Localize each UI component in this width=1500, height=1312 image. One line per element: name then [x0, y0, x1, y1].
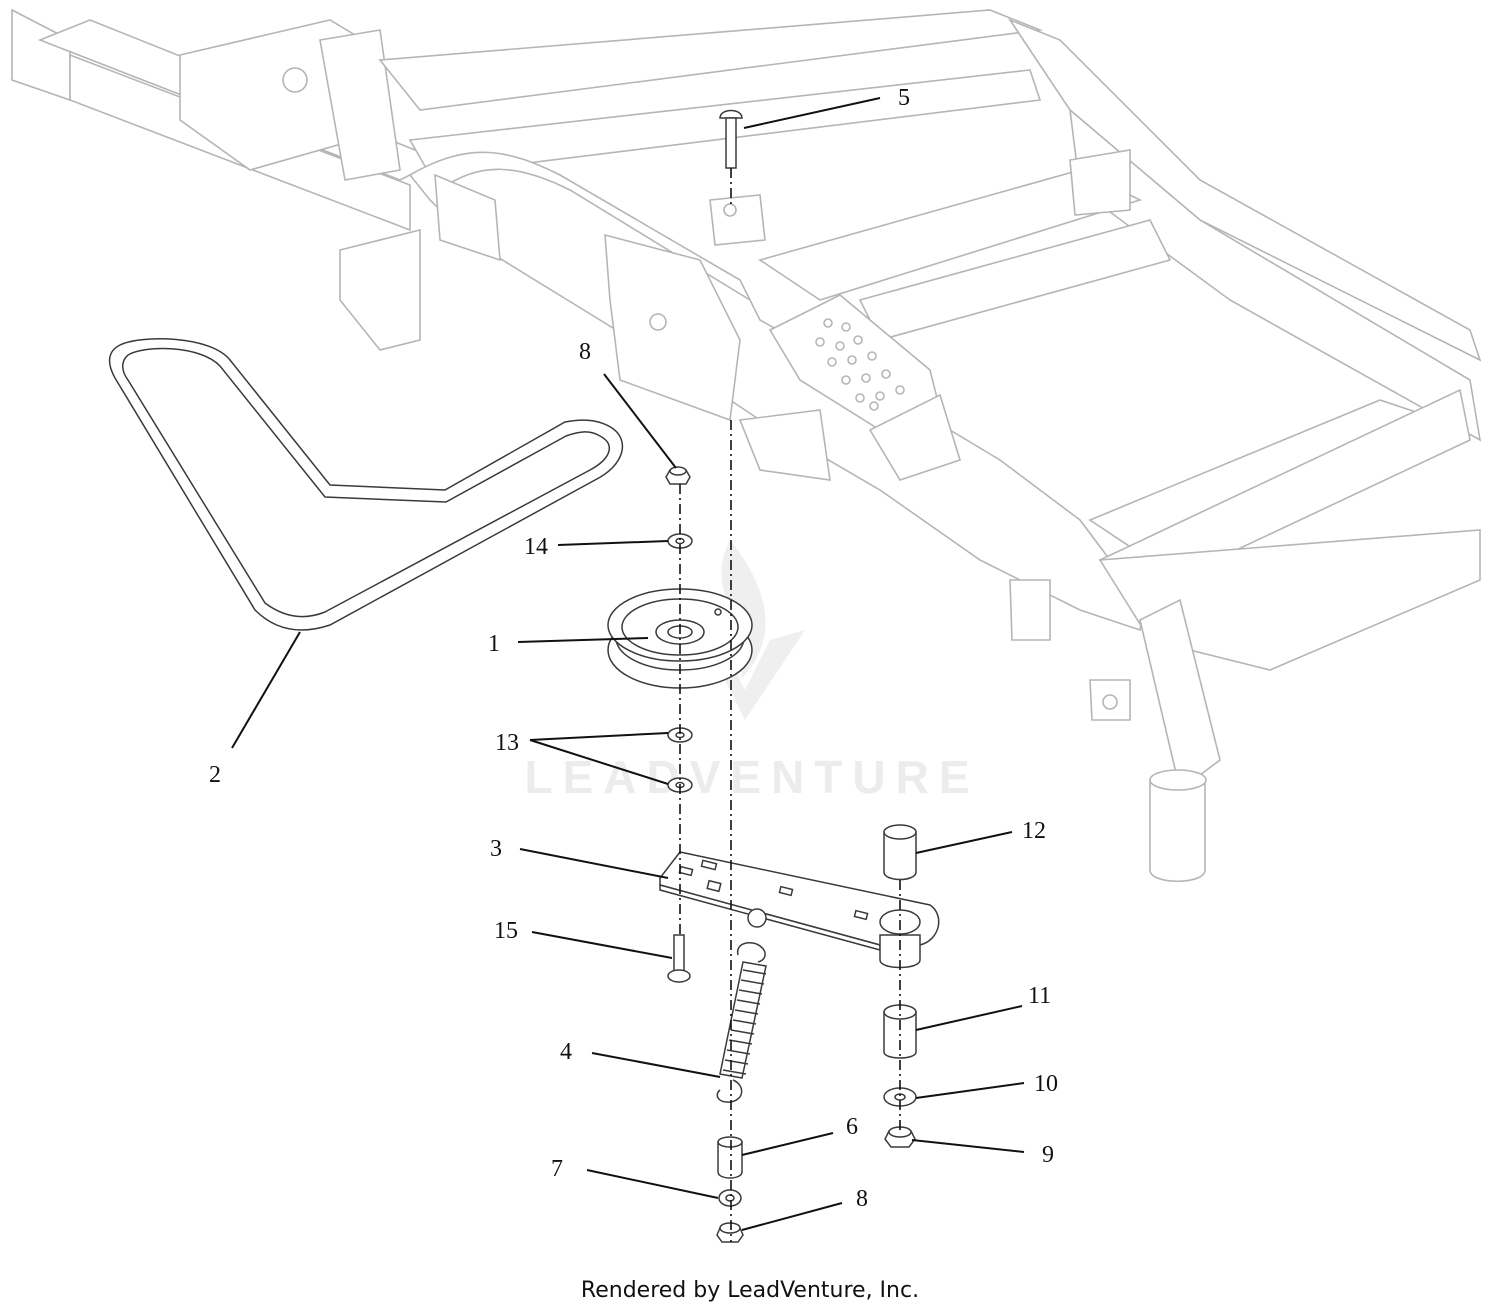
leader-2: [231, 631, 301, 749]
mower-frame: [11, 8, 1482, 883]
carriage-bolt[interactable]: [719, 109, 743, 169]
bushing-12-top: [883, 824, 917, 840]
idler-arm[interactable]: [659, 851, 940, 969]
belt[interactable]: [108, 338, 624, 631]
carriage-bolt-shank: [725, 117, 737, 169]
frame-cross-beam: [758, 169, 1143, 301]
leader-8b: [741, 1202, 843, 1231]
spring-coils: [722, 969, 767, 1075]
frame-bracket-lower: [738, 409, 831, 481]
frame-pivot-bracket: [709, 194, 766, 246]
washer-7[interactable]: [718, 1189, 742, 1207]
callout-7[interactable]: 7: [551, 1156, 563, 1182]
leader-13a: [529, 732, 669, 741]
frame-top-rail: [378, 9, 1044, 111]
frame-caster-mount: [1139, 598, 1221, 792]
callout-9[interactable]: 9: [1042, 1142, 1054, 1168]
frame-pivot-hole: [723, 203, 737, 217]
leader-10: [915, 1082, 1025, 1099]
frame-bracket-right: [1069, 149, 1131, 216]
shoulder-bolt[interactable]: [667, 934, 691, 983]
belt-outer: [108, 338, 624, 631]
leader-9: [911, 1139, 1025, 1153]
arm-slot-3: [706, 879, 722, 893]
frame-side-plate: [604, 233, 741, 422]
spacer-6[interactable]: [717, 1136, 743, 1179]
callout-10[interactable]: 10: [1034, 1071, 1058, 1097]
arm-pivot-tube: [879, 934, 921, 969]
shoulder-bolt-shank: [673, 934, 685, 974]
bushing-11[interactable]: [883, 1004, 917, 1059]
callout-1[interactable]: 1: [488, 631, 500, 657]
frame-side-plate-hole: [649, 313, 667, 331]
arm-slot-5: [853, 909, 869, 921]
callout-labels: 1 2 3 4 5 6 7 8 8 9 10 11 12 13 14 15: [209, 85, 1058, 1212]
frame-upright: [319, 29, 401, 181]
leader-13b: [529, 739, 669, 785]
nut-8-lower-top: [719, 1222, 741, 1234]
washer-7-hole: [725, 1194, 735, 1202]
callout-13[interactable]: 13: [495, 730, 519, 756]
leader-7: [586, 1169, 719, 1199]
leader-14: [557, 540, 669, 546]
nut-8-upper-top: [669, 466, 687, 476]
frame-bracket-right-hole: [1102, 694, 1118, 710]
callout-5[interactable]: 5: [898, 85, 910, 111]
assembly-axes: [679, 168, 901, 1242]
frame-bracket-left: [339, 228, 421, 351]
spring-bottom-hook: [716, 1079, 743, 1103]
spacer-6-body: [717, 1141, 743, 1179]
callout-12[interactable]: 12: [1022, 818, 1046, 844]
leader-lines: [231, 97, 1025, 1231]
frame-left-rear-member: [11, 8, 71, 102]
leader-8a: [603, 373, 677, 469]
nut-8-upper[interactable]: [665, 466, 691, 485]
callout-8-upper[interactable]: 8: [579, 339, 591, 365]
callout-6[interactable]: 6: [846, 1114, 858, 1140]
extension-spring[interactable]: [716, 942, 767, 1103]
callout-8-lower[interactable]: 8: [856, 1186, 868, 1212]
watermark-text: LEADVENTURE: [524, 751, 979, 803]
frame-caster-tube-top: [1149, 769, 1207, 791]
spring-top-hook: [737, 942, 766, 963]
carriage-bolt-head: [719, 109, 743, 119]
callout-3[interactable]: 3: [490, 836, 502, 862]
callout-14[interactable]: 14: [524, 534, 548, 560]
bushing-12[interactable]: [883, 824, 917, 881]
frame-bracket-right-2: [1009, 579, 1051, 641]
nut-8-lower[interactable]: [716, 1222, 744, 1243]
frame-caster-tube: [1149, 779, 1206, 883]
leader-11: [915, 1005, 1023, 1031]
frame-bent-tube-edge: [439, 168, 751, 301]
callout-11[interactable]: 11: [1028, 983, 1051, 1009]
frame-foot-channel: [868, 393, 961, 481]
frame-seat-hole: [282, 67, 308, 93]
spacer-6-top: [717, 1136, 743, 1148]
arm-slot-2: [700, 859, 718, 871]
footer-credit: Rendered by LeadVenture, Inc.: [580, 1278, 920, 1303]
leader-15: [531, 931, 673, 959]
frame-top-rail-2: [408, 69, 1042, 176]
arm-slot-4: [778, 885, 794, 897]
arm-spring-hole: [747, 908, 767, 928]
callout-15[interactable]: 15: [494, 918, 518, 944]
belt-inner: [122, 347, 610, 618]
leader-3: [519, 848, 669, 879]
bushing-12-body: [883, 831, 917, 881]
callout-4[interactable]: 4: [560, 1039, 572, 1065]
leader-6: [741, 1132, 834, 1156]
frame-foot-holes: [815, 318, 905, 411]
shoulder-bolt-head: [667, 969, 691, 983]
leader-5: [743, 97, 881, 129]
pulley-hole: [714, 608, 722, 616]
washer-10[interactable]: [883, 1087, 917, 1107]
watermark: LEADVENTURE: [524, 540, 979, 803]
leader-12: [915, 831, 1013, 854]
frame-bracket-left-2: [434, 173, 501, 262]
leader-4: [591, 1052, 721, 1078]
leader-1: [517, 637, 649, 643]
callout-2[interactable]: 2: [209, 762, 221, 788]
